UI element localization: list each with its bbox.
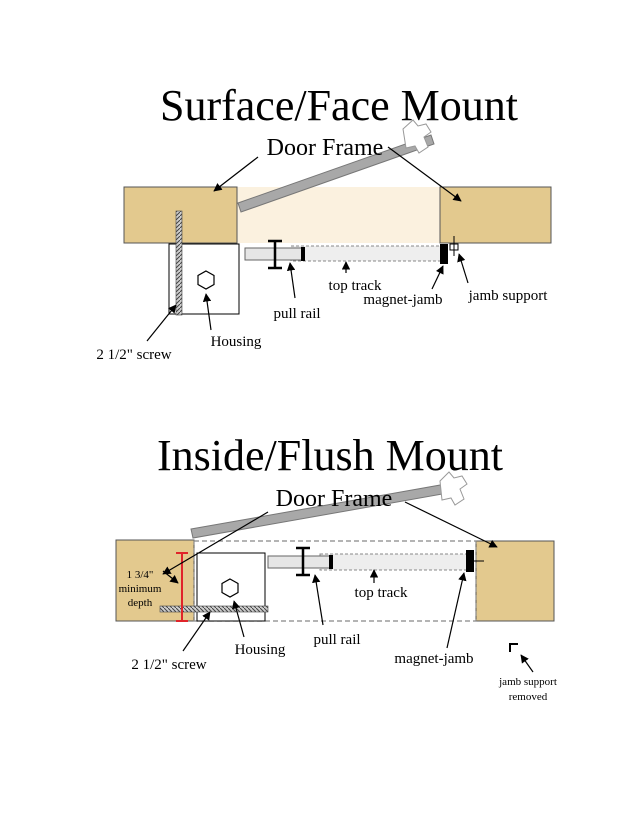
inside-top-track-bar [319,553,469,571]
arrow-inside-frame-right [404,501,498,548]
inside-pull-rail-label: pull rail [313,632,360,648]
arrow-pull-rail [286,262,296,299]
surface-door-frame-label: Door Frame [267,135,384,161]
arrow-inside-screw [182,611,211,652]
surface-screw-label: 2 1/2" screw [96,347,171,363]
surface-top-track-label: top track [329,278,382,294]
hex-bolt-icon [197,270,215,290]
arrow-depth [162,570,179,584]
inside-magnet-jamb-label: magnet-jamb [394,651,473,667]
inside-pull-rail-bar [267,555,331,569]
depth-label-line2: minimum [119,583,162,595]
surface-pull-rail-label: pull rail [273,306,320,322]
arrow-screw [146,304,177,342]
inside-door-frame-right [475,540,555,622]
arrow-inside-housing [231,600,245,638]
door-frame-right [439,186,552,244]
arrow-jamb-removed [520,654,534,673]
arrow-magnet-jamb [431,265,444,290]
pull-rail-bar [244,247,303,261]
surface-title: Surface/Face Mount [160,81,518,130]
hinge-icon [402,119,432,154]
surface-jamb-support-label: jamb support [468,288,549,304]
arrow-jamb-support [457,253,469,284]
surface-magnet-jamb-label: magnet-jamb [363,292,442,308]
inside-opening-outline [193,540,477,622]
inside-pull-rail-end [329,555,333,569]
arrow-inside-frame-left [162,511,269,575]
magnet-jamb-block [440,244,448,264]
pull-rail-end [301,247,305,261]
surface-housing-label: Housing [211,334,262,350]
inside-hinge-icon [439,471,468,506]
arrow-inside-pull-rail [312,574,324,626]
inside-hex-bolt-icon [221,578,239,598]
inside-housing-label: Housing [235,642,286,658]
depth-label-line3: depth [128,597,153,609]
inside-magnet-jamb-block [466,550,474,572]
inside-title: Inside/Flush Mount [157,431,503,480]
arrow-housing [202,293,212,331]
jamb-removed-label-line2: removed [509,691,548,703]
inside-door-frame-label: Door Frame [276,486,393,512]
door-leaf [237,134,435,213]
jamb-support-removed-icon [509,643,518,652]
arrow-inside-magnet-jamb [446,572,467,649]
top-track-bar [290,245,442,262]
surface-mount-section: Surface/Face Mount Door Frame top track [96,81,552,363]
arrow-frame-right [387,146,462,202]
arrow-frame-left [213,156,259,192]
jamb-removed-label-line1: jamb support [498,676,557,688]
inside-top-track-label: top track [355,585,408,601]
inside-mount-section: Inside/Flush Mount Door Fra [115,431,557,703]
inside-screw-label: 2 1/2" screw [131,657,206,673]
screw-vertical [175,210,183,316]
depth-label-line1: 1 3/4" [127,569,154,581]
inside-screw-horizontal [159,605,269,613]
